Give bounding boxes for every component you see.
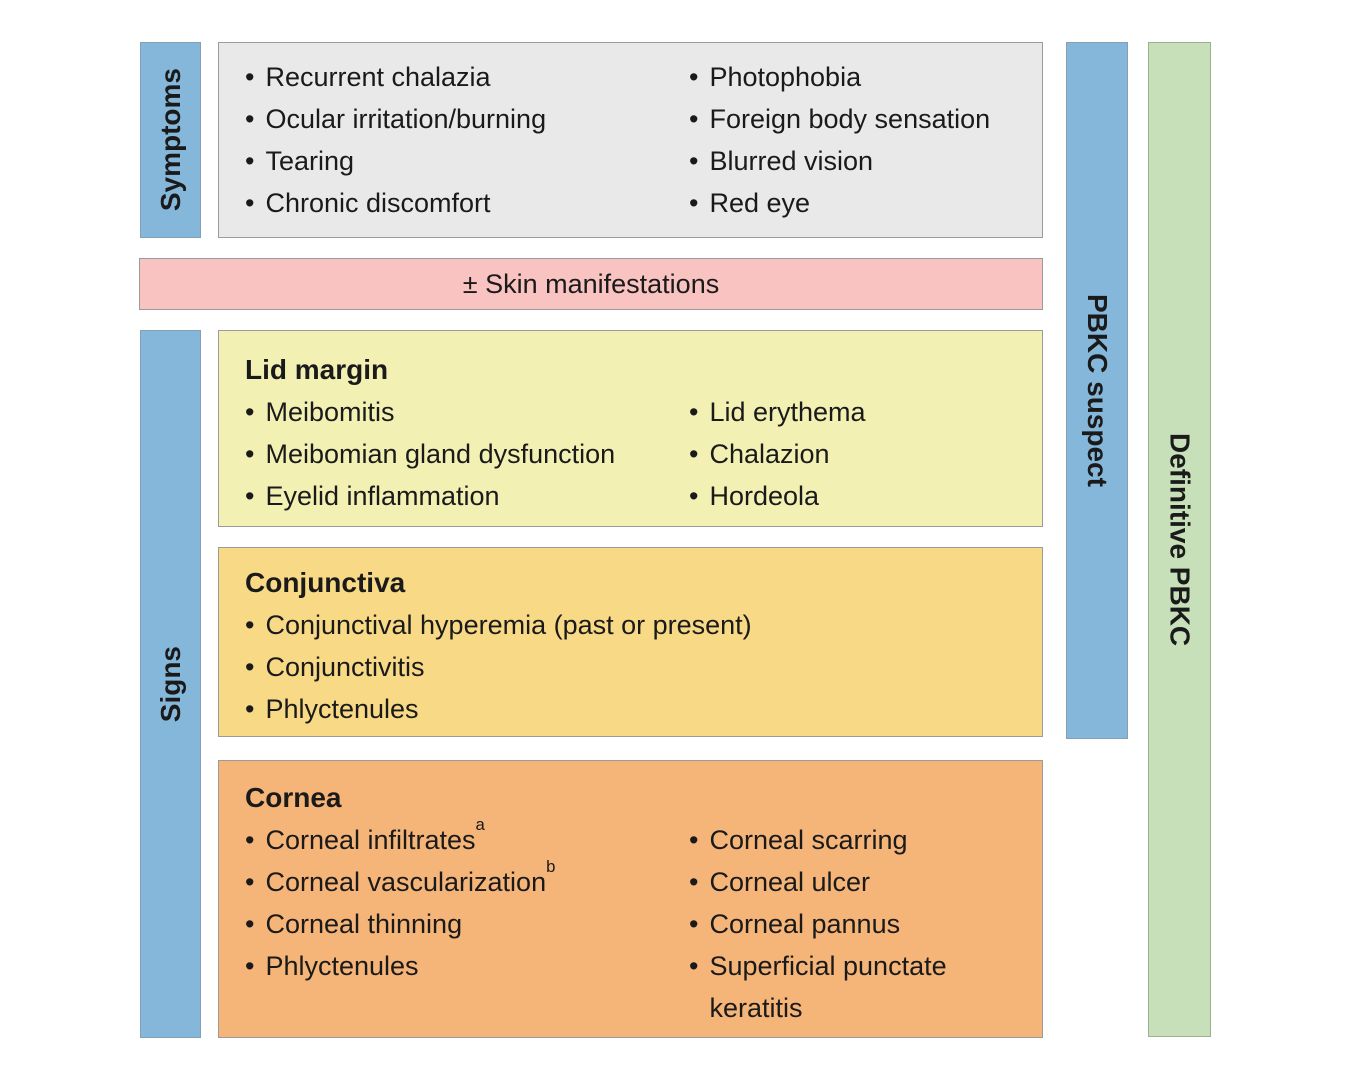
symptoms-rail-label: Symptoms	[154, 68, 186, 212]
bullet-item: Superficial punctate keratitis	[689, 945, 1028, 1029]
lid-margin-box: Lid margin Meibomitis Meibomian gland dy…	[218, 330, 1043, 527]
conjunctiva-box: Conjunctiva Conjunctival hyperemia (past…	[218, 547, 1043, 737]
bullet-item: Conjunctivitis	[245, 646, 1042, 688]
definitive-pbkc-rail: Definitive PBKC	[1148, 42, 1211, 1037]
bullet-item: Corneal ulcer	[689, 861, 1028, 903]
bullet-item: Tearing	[245, 140, 689, 182]
footnote-marker: b	[546, 857, 556, 876]
cornea-col1: Corneal infiltratesa Corneal vasculariza…	[245, 816, 689, 987]
bullet-item: Corneal thinning	[245, 903, 689, 945]
footnote-marker: a	[475, 815, 485, 834]
bullet-item: Meibomitis	[245, 391, 689, 433]
bullet-item: Red eye	[689, 182, 1028, 224]
bullet-item: Corneal vascularizationb	[245, 858, 689, 903]
bullet-item: Photophobia	[689, 56, 1028, 98]
symptoms-box: Recurrent chalazia Ocular irritation/bur…	[218, 42, 1043, 238]
signs-rail-label: Signs	[154, 645, 186, 723]
lid-margin-title: Lid margin	[245, 354, 389, 385]
bullet-item: Conjunctival hyperemia (past or present)	[245, 604, 1042, 646]
bullet-item: Corneal pannus	[689, 903, 1028, 945]
bullet-item: Corneal scarring	[689, 819, 1028, 861]
bullet-item: Recurrent chalazia	[245, 56, 689, 98]
symptoms-col1: Recurrent chalazia Ocular irritation/bur…	[245, 56, 689, 224]
bullet-item: Phlyctenules	[245, 945, 689, 987]
lid-margin-col2: Lid erythema Chalazion Hordeola	[689, 391, 1042, 517]
bullet-item: Eyelid inflammation	[245, 475, 689, 517]
bullet-item: Lid erythema	[689, 391, 1028, 433]
bullet-item: Meibomian gland dysfunction	[245, 433, 689, 475]
skin-manifestations-bar: ± Skin manifestations	[139, 258, 1043, 310]
bullet-item: Chronic discomfort	[245, 182, 689, 224]
bullet-item: Hordeola	[689, 475, 1028, 517]
cornea-title: Cornea	[245, 782, 342, 813]
pbkc-suspect-rail: PBKC suspect	[1066, 42, 1128, 739]
symptoms-rail: Symptoms	[140, 42, 201, 238]
cornea-box: Cornea Corneal infiltratesa Corneal vasc…	[218, 760, 1043, 1038]
pbkc-suspect-rail-label: PBKC suspect	[1082, 294, 1113, 487]
skin-manifestations-label: ± Skin manifestations	[462, 268, 720, 299]
symptoms-col2: Photophobia Foreign body sensation Blurr…	[689, 56, 1042, 224]
signs-rail: Signs	[140, 330, 201, 1038]
bullet-item: Chalazion	[689, 433, 1028, 475]
bullet-item: Phlyctenules	[245, 688, 1042, 730]
bullet-item: Foreign body sensation	[689, 98, 1028, 140]
bullet-item: Blurred vision	[689, 140, 1028, 182]
cornea-col2: Corneal scarring Corneal ulcer Corneal p…	[689, 819, 1042, 1029]
definitive-pbkc-rail-label: Definitive PBKC	[1164, 432, 1196, 647]
bullet-item: Corneal infiltratesa	[245, 816, 689, 861]
conjunctiva-title: Conjunctiva	[245, 567, 406, 598]
bullet-item: Ocular irritation/burning	[245, 98, 689, 140]
lid-margin-col1: Meibomitis Meibomian gland dysfunction E…	[245, 391, 689, 517]
